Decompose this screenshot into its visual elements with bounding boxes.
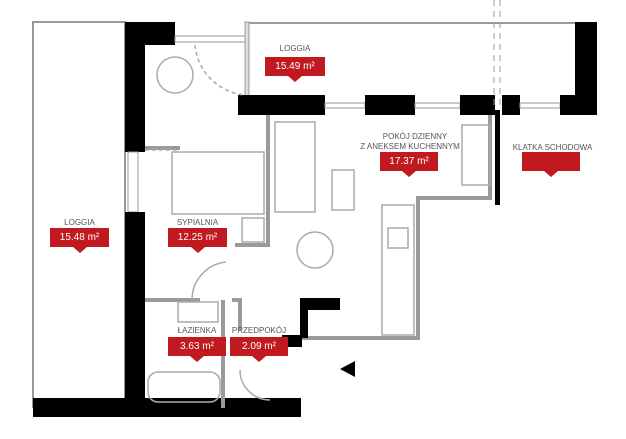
room-name-bedroom: SYPIALNIA — [176, 218, 219, 227]
room-name-loggia-top: LOGGIA — [279, 44, 311, 53]
bottom-wall — [33, 398, 301, 417]
area-tag-bedroom: 12.25 m² — [168, 228, 227, 253]
entrance-arrow-icon — [340, 361, 355, 377]
furniture — [145, 44, 491, 403]
room-name-living-line2: Z ANEKSEM KUCHENNYM — [360, 142, 460, 151]
room-name-staircase: KLATKA SCHODOWA — [512, 143, 593, 152]
loggia-left-outline — [32, 21, 126, 408]
window-west — [127, 151, 139, 213]
west-wall-lower — [125, 212, 145, 410]
window-north — [174, 35, 246, 43]
area-tag-hall: 2.09 m² — [230, 337, 288, 362]
west-wall-upper — [125, 22, 145, 152]
north-wall-left — [125, 22, 175, 45]
area-tag-bathroom: 3.63 m² — [168, 337, 226, 362]
area-tag-loggia-top: 15.49 m² — [265, 57, 325, 82]
area-tag-living: 17.37 m² — [380, 152, 438, 177]
east-wall — [575, 22, 597, 110]
room-name-living-line1: POKÓJ DZIENNY — [382, 132, 448, 141]
partitions — [145, 115, 492, 408]
room-name-hall: PRZEDPOKÓJ — [231, 326, 287, 335]
room-name-loggia-left: LOGGIA — [64, 218, 95, 227]
area-tag-loggia-left: 15.48 m² — [50, 228, 109, 253]
room-name-bathroom: ŁAZIENKA — [177, 326, 217, 335]
area-tag-staircase — [522, 152, 580, 177]
